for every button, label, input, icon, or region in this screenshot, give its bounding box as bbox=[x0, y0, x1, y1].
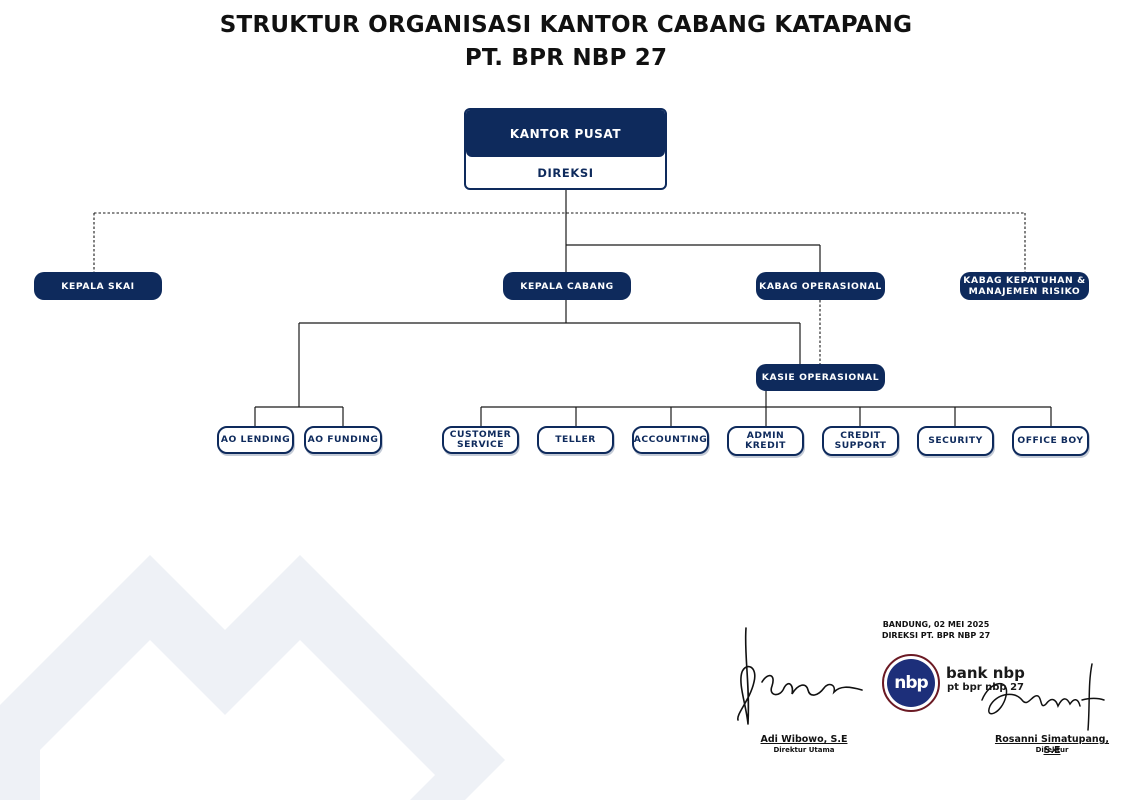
node-credit-support-label-1: CREDIT bbox=[840, 429, 881, 441]
node-teller-label: TELLER bbox=[555, 433, 596, 445]
company-subtitle: PT. BPR NBP 27 bbox=[464, 45, 668, 71]
node-ao-funding: AO FUNDING bbox=[304, 426, 382, 454]
node-kabag-operasional-label: KABAG OPERASIONAL bbox=[759, 280, 882, 292]
node-office-boy: OFFICE BOY bbox=[1012, 426, 1089, 456]
node-credit-support: CREDIT SUPPORT bbox=[822, 426, 899, 456]
signer-2-name: Rosanni Simatupang, S.E bbox=[994, 734, 1110, 756]
signer-2-role: Direktur bbox=[1035, 746, 1069, 754]
node-teller: TELLER bbox=[537, 426, 614, 454]
node-security: SECURITY bbox=[917, 426, 994, 456]
bank-logo-mark: nbp bbox=[887, 659, 935, 707]
node-kabag-kepatuhan-label-1: KABAG KEPATUHAN & bbox=[963, 275, 1086, 286]
node-kasie-operasional-label: KASIE OPERASIONAL bbox=[761, 372, 880, 383]
node-customer-service: CUSTOMER SERVICE bbox=[442, 426, 519, 454]
signing-place-date: BANDUNG, 02 MEI 2025 bbox=[882, 620, 990, 629]
node-accounting: ACCOUNTING bbox=[632, 426, 709, 454]
node-admin-kredit-label-2: KREDIT bbox=[745, 440, 786, 451]
bank-logo: nbp bbox=[882, 654, 940, 712]
node-accounting-label: ACCOUNTING bbox=[633, 433, 708, 445]
node-kabag-kepatuhan-label-2: MANAJEMEN RISIKO bbox=[968, 286, 1081, 297]
bank-brand-subname: pt bpr nbp 27 bbox=[947, 682, 1024, 693]
signer-1-role: Direktur Utama bbox=[773, 746, 835, 754]
node-customer-service-label-2: SERVICE bbox=[456, 439, 504, 450]
signer-1-name: Adi Wibowo, S.E bbox=[760, 734, 848, 745]
signature-1 bbox=[737, 627, 863, 725]
signature-2 bbox=[981, 663, 1105, 731]
head-office-box: KANTOR PUSAT DIREKSI bbox=[464, 108, 667, 190]
node-admin-kredit: ADMIN KREDIT bbox=[727, 426, 804, 456]
signing-board-label: DIREKSI PT. BPR NBP 27 bbox=[881, 631, 991, 640]
node-kepala-skai: KEPALA SKAI bbox=[34, 272, 162, 300]
node-kepala-cabang: KEPALA CABANG bbox=[503, 272, 631, 300]
node-office-boy-label: OFFICE BOY bbox=[1017, 434, 1084, 446]
head-office-label: KANTOR PUSAT bbox=[466, 110, 665, 157]
bank-brand-name: bank nbp bbox=[946, 664, 1025, 682]
node-customer-service-label-1: CUSTOMER bbox=[449, 428, 512, 440]
node-kabag-kepatuhan: KABAG KEPATUHAN & MANAJEMEN RISIKO bbox=[960, 272, 1089, 300]
node-security-label: SECURITY bbox=[928, 434, 983, 446]
board-of-directors-label: DIREKSI bbox=[537, 165, 594, 180]
node-ao-funding-label: AO FUNDING bbox=[307, 433, 379, 445]
node-credit-support-label-2: SUPPORT bbox=[834, 440, 887, 451]
chart-title: STRUKTUR ORGANISASI KANTOR CABANG KATAPA… bbox=[219, 12, 913, 38]
node-ao-lending: AO LENDING bbox=[217, 426, 294, 454]
node-kasie-operasional: KASIE OPERASIONAL bbox=[756, 364, 885, 391]
node-admin-kredit-label-1: ADMIN bbox=[746, 429, 785, 441]
node-kepala-skai-label: KEPALA SKAI bbox=[61, 280, 135, 292]
node-kepala-cabang-label: KEPALA CABANG bbox=[520, 280, 614, 292]
node-kabag-operasional: KABAG OPERASIONAL bbox=[756, 272, 885, 300]
node-ao-lending-label: AO LENDING bbox=[220, 433, 291, 445]
